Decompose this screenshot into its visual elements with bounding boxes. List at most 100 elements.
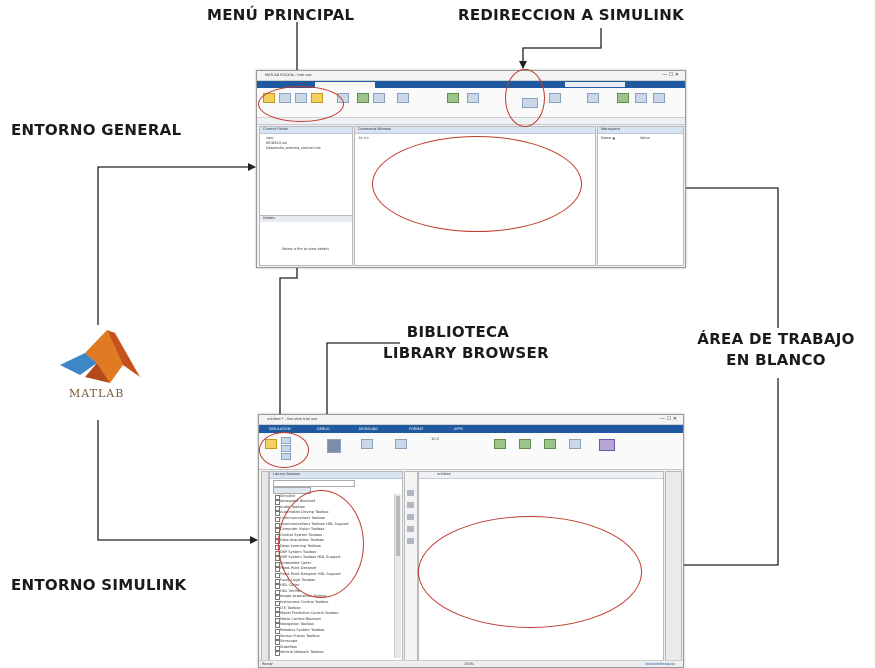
expand-icon[interactable] — [275, 572, 280, 578]
expand-icon[interactable] — [275, 567, 280, 573]
library-item[interactable]: LTE Toolbox — [275, 606, 365, 612]
library-item[interactable]: Motor Control Blockset — [275, 617, 365, 623]
fit-view-icon[interactable] — [407, 502, 414, 508]
expand-icon[interactable] — [275, 623, 280, 629]
run-icon[interactable] — [519, 439, 531, 449]
library-scrollbar[interactable] — [394, 494, 401, 658]
tab-apps[interactable]: APPS — [454, 427, 463, 431]
library-item[interactable]: Sensor Fusion Toolbox — [275, 634, 365, 640]
ellipse-menu-principal — [258, 86, 344, 122]
zoom-icon[interactable] — [407, 490, 414, 496]
window-controls-icon[interactable]: — ☐ ✕ — [662, 72, 679, 78]
tab-home[interactable] — [315, 82, 375, 88]
library-item[interactable]: HDL Coder — [275, 583, 365, 590]
expand-icon[interactable] — [275, 634, 280, 640]
tab-debug[interactable]: DEBUG — [317, 427, 330, 431]
data-inspector-icon[interactable] — [599, 439, 615, 451]
preferences-icon[interactable] — [587, 93, 599, 103]
library-item[interactable]: Stateflow — [275, 645, 365, 651]
tab-modeling[interactable]: MODELING — [359, 427, 378, 431]
library-item[interactable]: Instrument Control Toolbox — [275, 600, 365, 606]
add-viewer-icon[interactable] — [395, 439, 407, 449]
library-item[interactable]: HDL Verifier — [275, 588, 365, 595]
expand-icon[interactable] — [275, 651, 280, 657]
arrow-entorno-simulink — [97, 420, 258, 544]
tab-format[interactable]: FORMAT — [409, 427, 424, 431]
expand-icon[interactable] — [275, 500, 280, 506]
label-menu-principal: MENÚ PRINCIPAL — [207, 6, 355, 24]
file-item[interactable]: Desarrollo_sistema_control.mlx — [266, 146, 321, 150]
import-data-icon[interactable] — [357, 93, 369, 103]
help-icon[interactable] — [635, 93, 647, 103]
save-workspace-icon[interactable] — [373, 93, 385, 103]
library-browser-button[interactable] — [327, 439, 341, 453]
canvas-tabbar: untitled — [419, 472, 663, 479]
library-item[interactable]: Simscape — [275, 639, 365, 646]
library-scroll-thumb[interactable] — [396, 496, 400, 556]
expand-icon[interactable] — [275, 617, 280, 623]
workspace-header: Workspace — [598, 127, 683, 134]
add-ons-icon[interactable] — [617, 93, 629, 103]
label-biblioteca: BIBLIOTECA LIBRARY BROWSER — [383, 323, 549, 362]
simulink-title: untitled * - Simulink trial use — [267, 417, 318, 421]
search-documentation-input[interactable] — [565, 82, 625, 87]
address-bar[interactable] — [257, 117, 685, 124]
image-icon[interactable] — [407, 538, 414, 544]
stop-icon[interactable] — [569, 439, 581, 449]
command-prompt: fx >> — [359, 136, 370, 140]
file-item[interactable]: MODELO.slx — [266, 141, 288, 145]
expand-icon[interactable] — [275, 600, 280, 606]
library-item-label: HDL Verifier — [280, 588, 302, 593]
expand-icon[interactable] — [275, 640, 280, 646]
stop-time-value[interactable]: 10.0 — [431, 437, 439, 441]
expand-icon[interactable] — [275, 516, 280, 522]
details-title: Details — [263, 216, 276, 220]
workspace-panel: Workspace Name ▲ Value — [597, 126, 684, 266]
model-browser-strip[interactable] — [261, 471, 269, 661]
canvas-tab-untitled[interactable]: untitled — [437, 472, 451, 476]
step-back-icon[interactable] — [494, 439, 506, 449]
simulink-status-bar: Ready 100% VariableStepAuto — [259, 660, 683, 667]
status-solver[interactable]: VariableStepAuto — [644, 662, 675, 666]
expand-icon[interactable] — [275, 511, 280, 517]
annotation-icon[interactable] — [407, 526, 414, 532]
expand-icon[interactable] — [275, 505, 280, 511]
expand-icon[interactable] — [275, 584, 280, 590]
expand-icon[interactable] — [275, 561, 280, 567]
log-signals-icon[interactable] — [361, 439, 373, 449]
step-forward-icon[interactable] — [544, 439, 556, 449]
library-browser-header: Library Browser — [270, 472, 402, 479]
window-controls-icon[interactable]: — ☐ ✕ — [660, 416, 677, 422]
workspace-col-name[interactable]: Name ▲ — [601, 136, 616, 140]
layout-icon[interactable] — [549, 93, 561, 103]
variable-icon[interactable] — [397, 93, 409, 103]
expand-icon[interactable] — [275, 645, 280, 651]
label-biblioteca-line1: BIBLIOTECA — [406, 323, 510, 341]
library-item[interactable]: Image Acquisition Toolbox — [275, 594, 365, 601]
command-window-title: Command Window — [358, 127, 391, 131]
expand-icon[interactable] — [275, 606, 280, 612]
ellipse-model-canvas — [418, 516, 642, 628]
library-item-label: Simscape — [280, 639, 298, 644]
library-item[interactable]: Navigation Toolbox — [275, 622, 365, 629]
library-item-label: Robotics System Toolbox — [280, 627, 325, 632]
expand-icon[interactable] — [275, 595, 280, 601]
workspace-col-value[interactable]: Value — [640, 136, 650, 140]
library-item[interactable]: Model Predictive Control Toolbox — [275, 611, 365, 618]
file-item[interactable]: slprj — [266, 136, 274, 140]
expand-icon[interactable] — [275, 612, 280, 618]
expand-icon[interactable] — [275, 589, 280, 595]
expand-icon[interactable] — [275, 578, 280, 584]
library-item[interactable]: Robotics System Toolbox — [275, 627, 365, 634]
arrow-icon[interactable] — [407, 514, 414, 520]
property-inspector-strip[interactable] — [665, 471, 682, 661]
library-item[interactable]: Simulink — [275, 494, 365, 500]
tab-simulation[interactable]: SIMULATION — [269, 427, 291, 431]
expand-icon[interactable] — [275, 628, 280, 634]
community-icon[interactable] — [653, 93, 665, 103]
favorites-icon[interactable] — [447, 93, 459, 103]
library-item[interactable]: Vehicle Network Toolbox — [275, 650, 365, 657]
analyze-code-icon[interactable] — [467, 93, 479, 103]
expand-icon[interactable] — [275, 494, 280, 500]
library-search-input[interactable] — [273, 480, 355, 487]
